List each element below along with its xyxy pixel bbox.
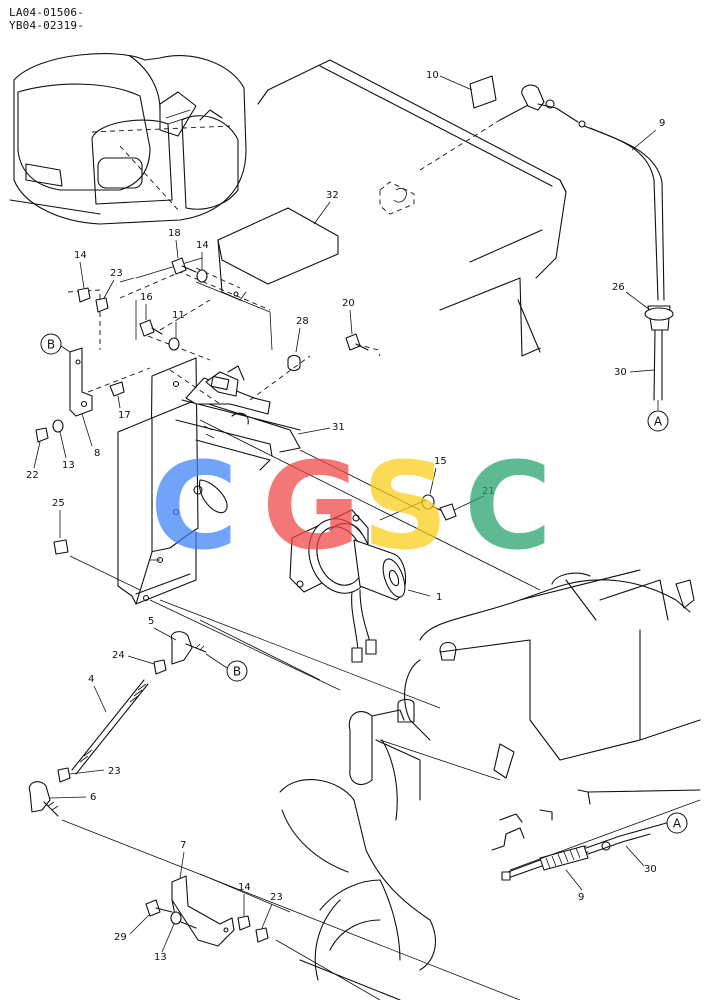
callout-24: 24 bbox=[112, 650, 125, 661]
watermark-logo: C G S C bbox=[150, 438, 552, 577]
watermark-letter-2: G bbox=[262, 438, 361, 577]
callout-23-top: 23 bbox=[110, 268, 123, 279]
shield-plate bbox=[217, 207, 339, 301]
cooling-fan bbox=[279, 739, 436, 1000]
callout-23-mid: 23 bbox=[108, 766, 121, 777]
callout-9-upper: 9 bbox=[659, 118, 665, 129]
fasteners bbox=[35, 257, 457, 555]
callout-8: 8 bbox=[94, 448, 100, 459]
callout-labels: 1 4 5 6 7 8 9 9 10 11 13 13 14 bbox=[26, 70, 665, 963]
callout-10: 10 bbox=[426, 70, 439, 81]
callout-30-upper: 30 bbox=[614, 367, 627, 378]
callout-30-lower: 30 bbox=[644, 864, 657, 875]
callout-5: 5 bbox=[148, 616, 154, 627]
callout-32: 32 bbox=[326, 190, 339, 201]
callout-13-lower: 13 bbox=[154, 952, 167, 963]
callout-11: 11 bbox=[172, 310, 185, 321]
engine-hood-cover bbox=[257, 59, 567, 357]
callout-29: 29 bbox=[114, 932, 127, 943]
svg-text:B: B bbox=[47, 338, 55, 352]
svg-text:A: A bbox=[654, 415, 663, 429]
callout-15: 15 bbox=[434, 456, 447, 467]
callout-23-lower: 23 bbox=[270, 892, 283, 903]
callout-4: 4 bbox=[88, 674, 94, 685]
reference-markers: A A B B bbox=[40, 333, 688, 834]
throttle-cable-upper bbox=[521, 84, 674, 401]
watermark-letter-4: C bbox=[464, 438, 552, 577]
callout-20: 20 bbox=[342, 298, 355, 309]
callout-14-top: 14 bbox=[196, 240, 209, 251]
watermark-letter-1: C bbox=[150, 438, 238, 577]
throttle-cable-lower bbox=[491, 813, 671, 881]
watermark-letter-3: S bbox=[362, 438, 448, 577]
callout-26: 26 bbox=[612, 282, 625, 293]
connection-lines bbox=[61, 419, 701, 1000]
callout-16: 16 bbox=[140, 292, 153, 303]
motor-bracket bbox=[117, 357, 301, 605]
callout-9-lower: 9 bbox=[578, 892, 584, 903]
callout-1: 1 bbox=[436, 592, 442, 603]
callout-18: 18 bbox=[168, 228, 181, 239]
callout-28: 28 bbox=[296, 316, 309, 327]
serial-range-line-1: LA04-01506- bbox=[9, 6, 85, 19]
upper-mount-plate bbox=[185, 354, 301, 415]
callout-22: 22 bbox=[26, 470, 39, 481]
ref-marker-b-lower: B bbox=[205, 653, 248, 682]
linkage-bracket-8 bbox=[69, 347, 93, 417]
callout-6: 6 bbox=[90, 792, 96, 803]
lever-bracket-7 bbox=[145, 875, 269, 947]
callout-7: 7 bbox=[180, 840, 186, 851]
callout-21: 21 bbox=[482, 486, 495, 497]
serial-range-line-2: YB04-02319- bbox=[9, 19, 85, 32]
callout-14-lower: 14 bbox=[238, 882, 251, 893]
callout-13: 13 bbox=[62, 460, 75, 471]
callout-17: 17 bbox=[118, 410, 131, 421]
fuel-control-motor bbox=[289, 509, 407, 663]
machine-overview-thumbnail bbox=[9, 53, 247, 225]
callout-14-left: 14 bbox=[74, 250, 87, 261]
callout-31: 31 bbox=[332, 422, 345, 433]
svg-text:B: B bbox=[233, 665, 241, 679]
svg-text:A: A bbox=[673, 817, 682, 831]
engine-block bbox=[348, 569, 701, 821]
ref-marker-a-upper: A bbox=[647, 400, 669, 432]
callout-25: 25 bbox=[52, 498, 65, 509]
linkage-rod bbox=[28, 631, 207, 817]
ref-marker-b-upper: B bbox=[40, 333, 71, 355]
ref-marker-a-lower: A bbox=[666, 812, 688, 834]
label-decal bbox=[469, 75, 497, 109]
